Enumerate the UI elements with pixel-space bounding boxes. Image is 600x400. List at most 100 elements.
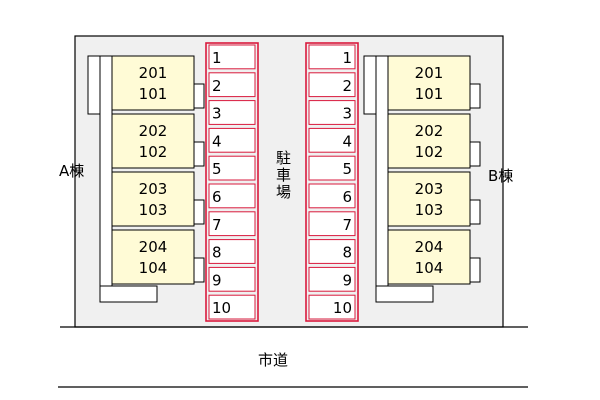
building-b-balcony xyxy=(469,257,481,283)
parking-slot-box xyxy=(208,266,256,292)
parking-slot: 1 xyxy=(308,44,356,70)
building-b-unit-box xyxy=(387,171,471,227)
parking-slot-box xyxy=(308,239,356,264)
building-a-balcony xyxy=(193,83,205,109)
building-b-unit-box xyxy=(387,55,471,111)
building-a-balcony xyxy=(193,199,205,225)
parking-slot-box xyxy=(308,183,356,209)
parking-slot-number: 8 xyxy=(212,244,222,262)
parking-slot: 7 xyxy=(308,211,356,237)
parking-slot-number: 6 xyxy=(212,188,222,206)
parking-column-border xyxy=(205,42,259,322)
building-b-unit-lower-number: 104 xyxy=(415,259,444,277)
parking-slot: 4 xyxy=(208,127,256,153)
building-a-unit-upper-number: 204 xyxy=(139,238,168,256)
parking-slot-box xyxy=(208,294,256,320)
building-b-unit-upper-number: 203 xyxy=(415,180,444,198)
building-b-unit-upper-number: 204 xyxy=(415,238,444,256)
building-b-balcony xyxy=(469,83,481,109)
parking-slot: 1 xyxy=(208,44,256,70)
parking-slot: 2 xyxy=(208,72,256,98)
parking-slot: 2 xyxy=(308,72,356,98)
parking-slot: 9 xyxy=(208,266,256,292)
parking-slot-box xyxy=(208,183,256,209)
building-a-balcony xyxy=(193,257,205,283)
parking-slot-box xyxy=(308,100,356,125)
building-b-unit-box xyxy=(387,113,471,169)
parking-slot: 8 xyxy=(208,239,256,264)
parking-slot-box xyxy=(208,155,256,181)
building-a-unit-lower-number: 101 xyxy=(139,85,168,103)
parking-slot-number: 1 xyxy=(212,49,222,67)
parking-slot-box xyxy=(308,72,356,98)
building-a-unit-lower-number: 102 xyxy=(139,143,168,161)
building-b-unit-upper-number: 201 xyxy=(415,64,444,82)
parking-slot-box xyxy=(208,127,256,153)
building-a-balcony xyxy=(193,141,205,167)
parking-slot: 9 xyxy=(308,266,356,292)
parking-slot-number: 5 xyxy=(212,160,222,178)
parking-slot-box xyxy=(208,211,256,237)
building-a-unit-box xyxy=(111,229,195,285)
parking-slot-box xyxy=(208,72,256,98)
building-b-unit-lower-number: 101 xyxy=(415,85,444,103)
parking-slot-number: 3 xyxy=(342,105,352,123)
building-a-unit-box xyxy=(111,113,195,169)
parking-slot-number: 2 xyxy=(212,77,222,95)
parking-slot: 7 xyxy=(208,211,256,237)
building-b-balcony xyxy=(469,141,481,167)
parking-slot: 6 xyxy=(208,183,256,209)
parking-slot-number: 3 xyxy=(212,105,222,123)
building-a-stair xyxy=(87,55,101,115)
parking-slot-number: 10 xyxy=(212,299,231,317)
parking-slot: 3 xyxy=(308,100,356,125)
parking-slot-number: 10 xyxy=(333,299,352,317)
building-b-porch xyxy=(375,285,434,303)
building-a-unit-upper-number: 203 xyxy=(139,180,168,198)
parking-column-border xyxy=(305,42,359,322)
parking-slot-number: 6 xyxy=(342,188,352,206)
parking-slot-box xyxy=(208,100,256,125)
parking-slot-number: 7 xyxy=(212,216,222,234)
building-b-label: B棟 xyxy=(488,167,514,185)
building-a-label: A棟 xyxy=(59,162,85,180)
parking-slot-box xyxy=(208,239,256,264)
parking-slot-box xyxy=(308,155,356,181)
parking-slot-number: 8 xyxy=(342,244,352,262)
building-a-unit-lower-number: 104 xyxy=(139,259,168,277)
building-a-corridor xyxy=(99,55,113,303)
parking-slot-box xyxy=(308,294,356,320)
parking-slot-number: 4 xyxy=(212,132,222,150)
parking-column-left: 1 2 3 4 5 6 7 8 9 10 xyxy=(205,42,259,322)
parking-slot-box xyxy=(308,44,356,70)
building-b-unit-lower-number: 103 xyxy=(415,201,444,219)
building-a-unit-lower-number: 103 xyxy=(139,201,168,219)
building-a-unit-box xyxy=(111,171,195,227)
parking-slot: 5 xyxy=(208,155,256,181)
building-b-balcony xyxy=(469,199,481,225)
building-a-unit-box xyxy=(111,55,195,111)
parking-slot: 4 xyxy=(308,127,356,153)
parking-slot: 10 xyxy=(308,294,356,320)
parking-slot-number: 4 xyxy=(342,132,352,150)
building-b-unit-lower-number: 102 xyxy=(415,143,444,161)
building-b-unit-upper-number: 202 xyxy=(415,122,444,140)
parking-slot: 6 xyxy=(308,183,356,209)
parking-slot-box xyxy=(308,266,356,292)
building-b-corridor xyxy=(375,55,389,303)
parking-slot-number: 9 xyxy=(212,271,222,289)
parking-slot-number: 1 xyxy=(342,49,352,67)
parking-slot-box xyxy=(308,127,356,153)
